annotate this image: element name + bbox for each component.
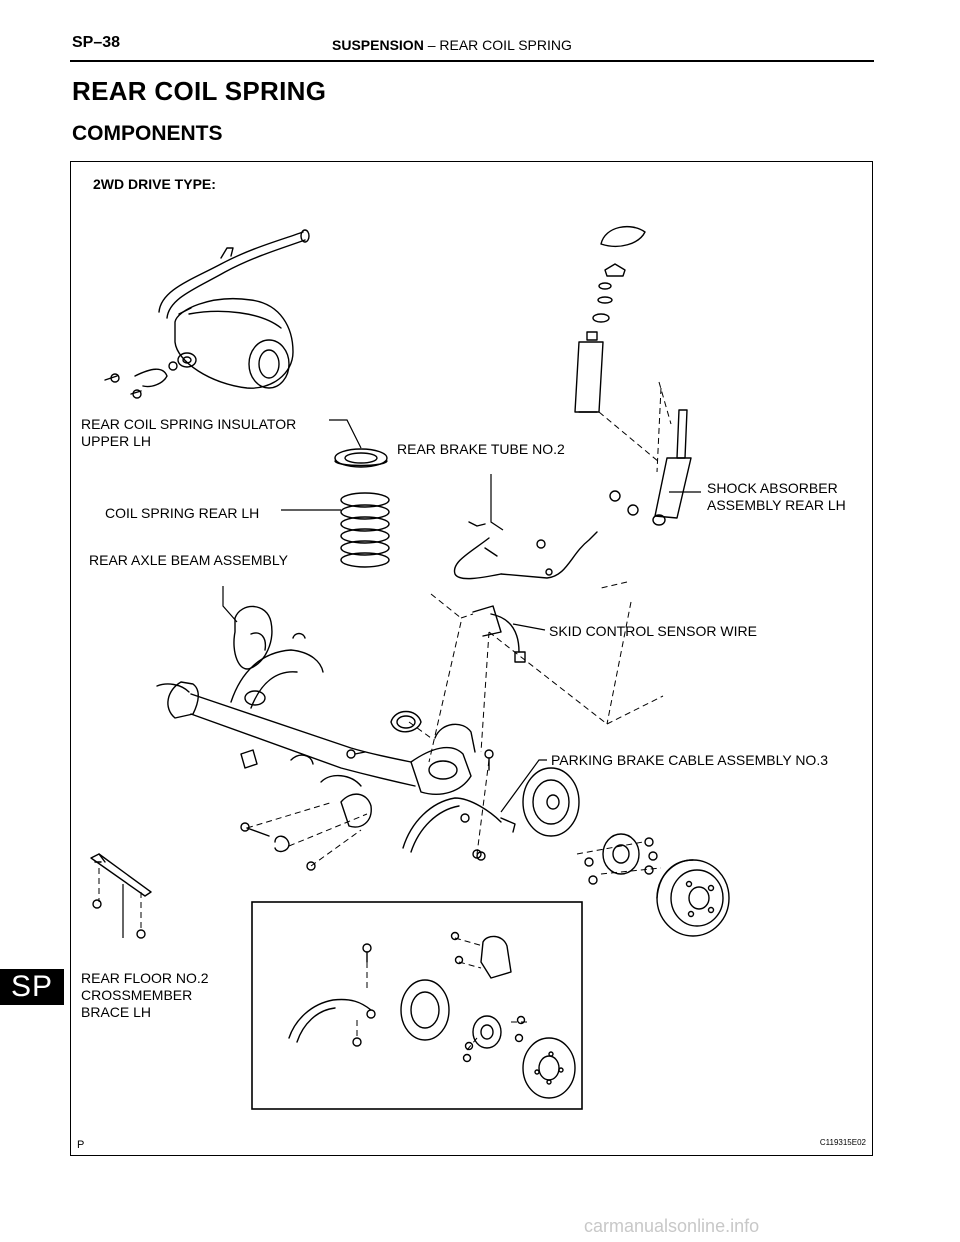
brake-tube-illustration	[453, 521, 598, 580]
page-code: SP–38	[72, 34, 121, 51]
figure-id: C119315E02	[819, 1138, 866, 1147]
coil-spring-illustration	[340, 492, 390, 568]
header-separator: –	[423, 37, 440, 53]
components-figure: 2WD DRIVE TYPE: REAR COIL SPRING INSULAT…	[70, 161, 873, 1156]
coil-spring-label: COIL SPRING REAR LH	[105, 505, 260, 521]
shock-absorber-illustration	[609, 409, 692, 526]
header-rule	[70, 60, 874, 62]
axle-beam-label: REAR AXLE BEAM ASSEMBLY	[89, 552, 288, 568]
skid-control-label: SKID CONTROL SENSOR WIRE	[549, 623, 757, 639]
axle-beam-illustration	[156, 605, 476, 828]
header-subsection: REAR COIL SPRING	[439, 37, 572, 53]
shock-upper-parts	[574, 225, 646, 413]
lower-bolts-illustration	[240, 822, 482, 871]
inset-frame	[251, 901, 583, 1110]
leader-lines	[122, 419, 701, 938]
axle-hub-illustration	[584, 833, 658, 885]
insulator-illustration	[334, 448, 388, 468]
crossmember-brace-label: REAR FLOOR NO.2 CROSSMEMBER BRACE LH	[81, 970, 209, 1020]
brake-tube-label: REAR BRAKE TUBE NO.2	[397, 441, 565, 457]
parking-brake-label: PARKING BRAKE CABLE ASSEMBLY NO.3	[551, 752, 828, 768]
parking-brake-cable-illustration	[402, 797, 516, 861]
exploded-view-drawing	[90, 225, 730, 1110]
header-section: SUSPENSION	[332, 37, 424, 53]
watermark: carmanualsonline.info	[584, 1216, 760, 1236]
brake-backing-plate-illustration	[522, 767, 580, 837]
crossmember-brace-illustration	[90, 853, 152, 939]
section-tab: SP	[0, 969, 64, 1005]
muffler-illustration	[104, 229, 310, 399]
drive-type-label: 2WD DRIVE TYPE:	[93, 176, 216, 192]
brake-drum-illustration	[656, 859, 730, 937]
section-heading: COMPONENTS	[72, 122, 223, 145]
insulator-label: REAR COIL SPRING INSULATOR UPPER LH	[81, 416, 297, 449]
hub-bracket-illustration	[346, 710, 494, 771]
assembly-dashed-lines	[98, 381, 672, 1051]
header-title: SUSPENSION – REAR COIL SPRING	[332, 37, 572, 53]
shock-absorber-label: SHOCK ABSORBER ASSEMBLY REAR LH	[707, 480, 846, 513]
inset-disc-brake-illustration	[288, 931, 576, 1099]
page-title: REAR COIL SPRING	[72, 76, 327, 106]
figure-corner-mark: P	[77, 1139, 85, 1151]
